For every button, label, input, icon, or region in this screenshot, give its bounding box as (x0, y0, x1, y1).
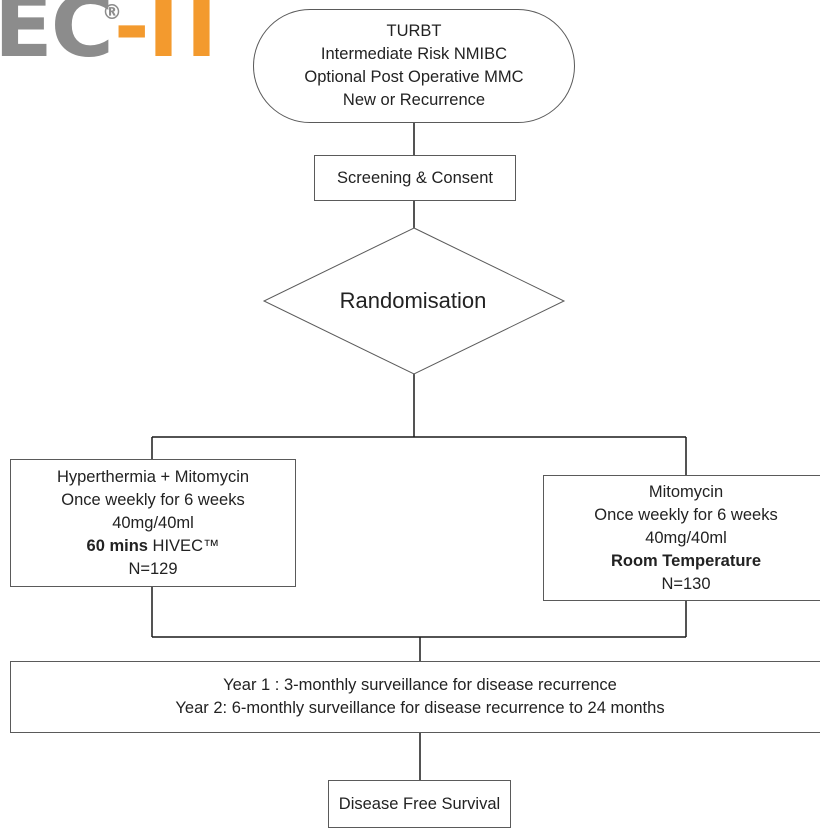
arm-a-line-2: Once weekly for 6 weeks (61, 490, 245, 509)
screening-label: Screening & Consent (337, 168, 493, 187)
outcome-label: Disease Free Survival (338, 794, 501, 813)
arm-a-line-1: Hyperthermia + Mitomycin (56, 467, 250, 486)
arm-a-line-3: 40mg/40ml (112, 513, 194, 532)
arm-a-box: Hyperthermia + Mitomycin Once weekly for… (10, 459, 296, 587)
start-line-3: Optional Post Operative MMC (304, 68, 524, 86)
arm-b-line-4: Room Temperature (611, 550, 761, 573)
arm-b-line-3: 40mg/40ml (645, 528, 727, 547)
arm-a-technique: HIVEC™ (147, 536, 220, 555)
arm-b-count: N=130 (661, 574, 711, 593)
arm-b-line-2: Once weekly for 6 weeks (594, 505, 778, 524)
start-line-4: New or Recurrence (342, 91, 486, 109)
randomisation-label: Randomisation (339, 288, 487, 313)
arm-b-box: Mitomycin Once weekly for 6 weeks 40mg/4… (543, 475, 820, 601)
screening-box: Screening & Consent (314, 155, 516, 201)
surveillance-box: Year 1 : 3-monthly surveillance for dise… (10, 661, 820, 733)
ec-ii-logo: EC-II ® (0, 0, 224, 70)
arm-a-count: N=129 (128, 559, 178, 578)
arm-a-line-4: 60 mins HIVEC™ (87, 535, 220, 558)
logo-dash: - (113, 0, 150, 77)
surveillance-line-1: Year 1 : 3-monthly surveillance for dise… (223, 676, 617, 694)
logo-roman-numeral: II (147, 0, 224, 77)
arm-a-duration: 60 mins (86, 536, 148, 555)
logo-ec-text: EC (0, 0, 116, 77)
surveillance-line-2: Year 2: 6-monthly surveillance for disea… (175, 699, 665, 717)
start-line-2: Intermediate Risk NMIBC (320, 45, 508, 63)
arm-b-line-1: Mitomycin (648, 482, 724, 501)
registered-mark: ® (102, 0, 122, 24)
outcome-box: Disease Free Survival (328, 780, 511, 828)
arm-b-temperature: Room Temperature (610, 551, 762, 570)
randomisation-diamond (262, 227, 566, 375)
start-terminal: TURBT Intermediate Risk NMIBC Optional P… (253, 9, 575, 123)
start-line-1: TURBT (386, 22, 442, 40)
